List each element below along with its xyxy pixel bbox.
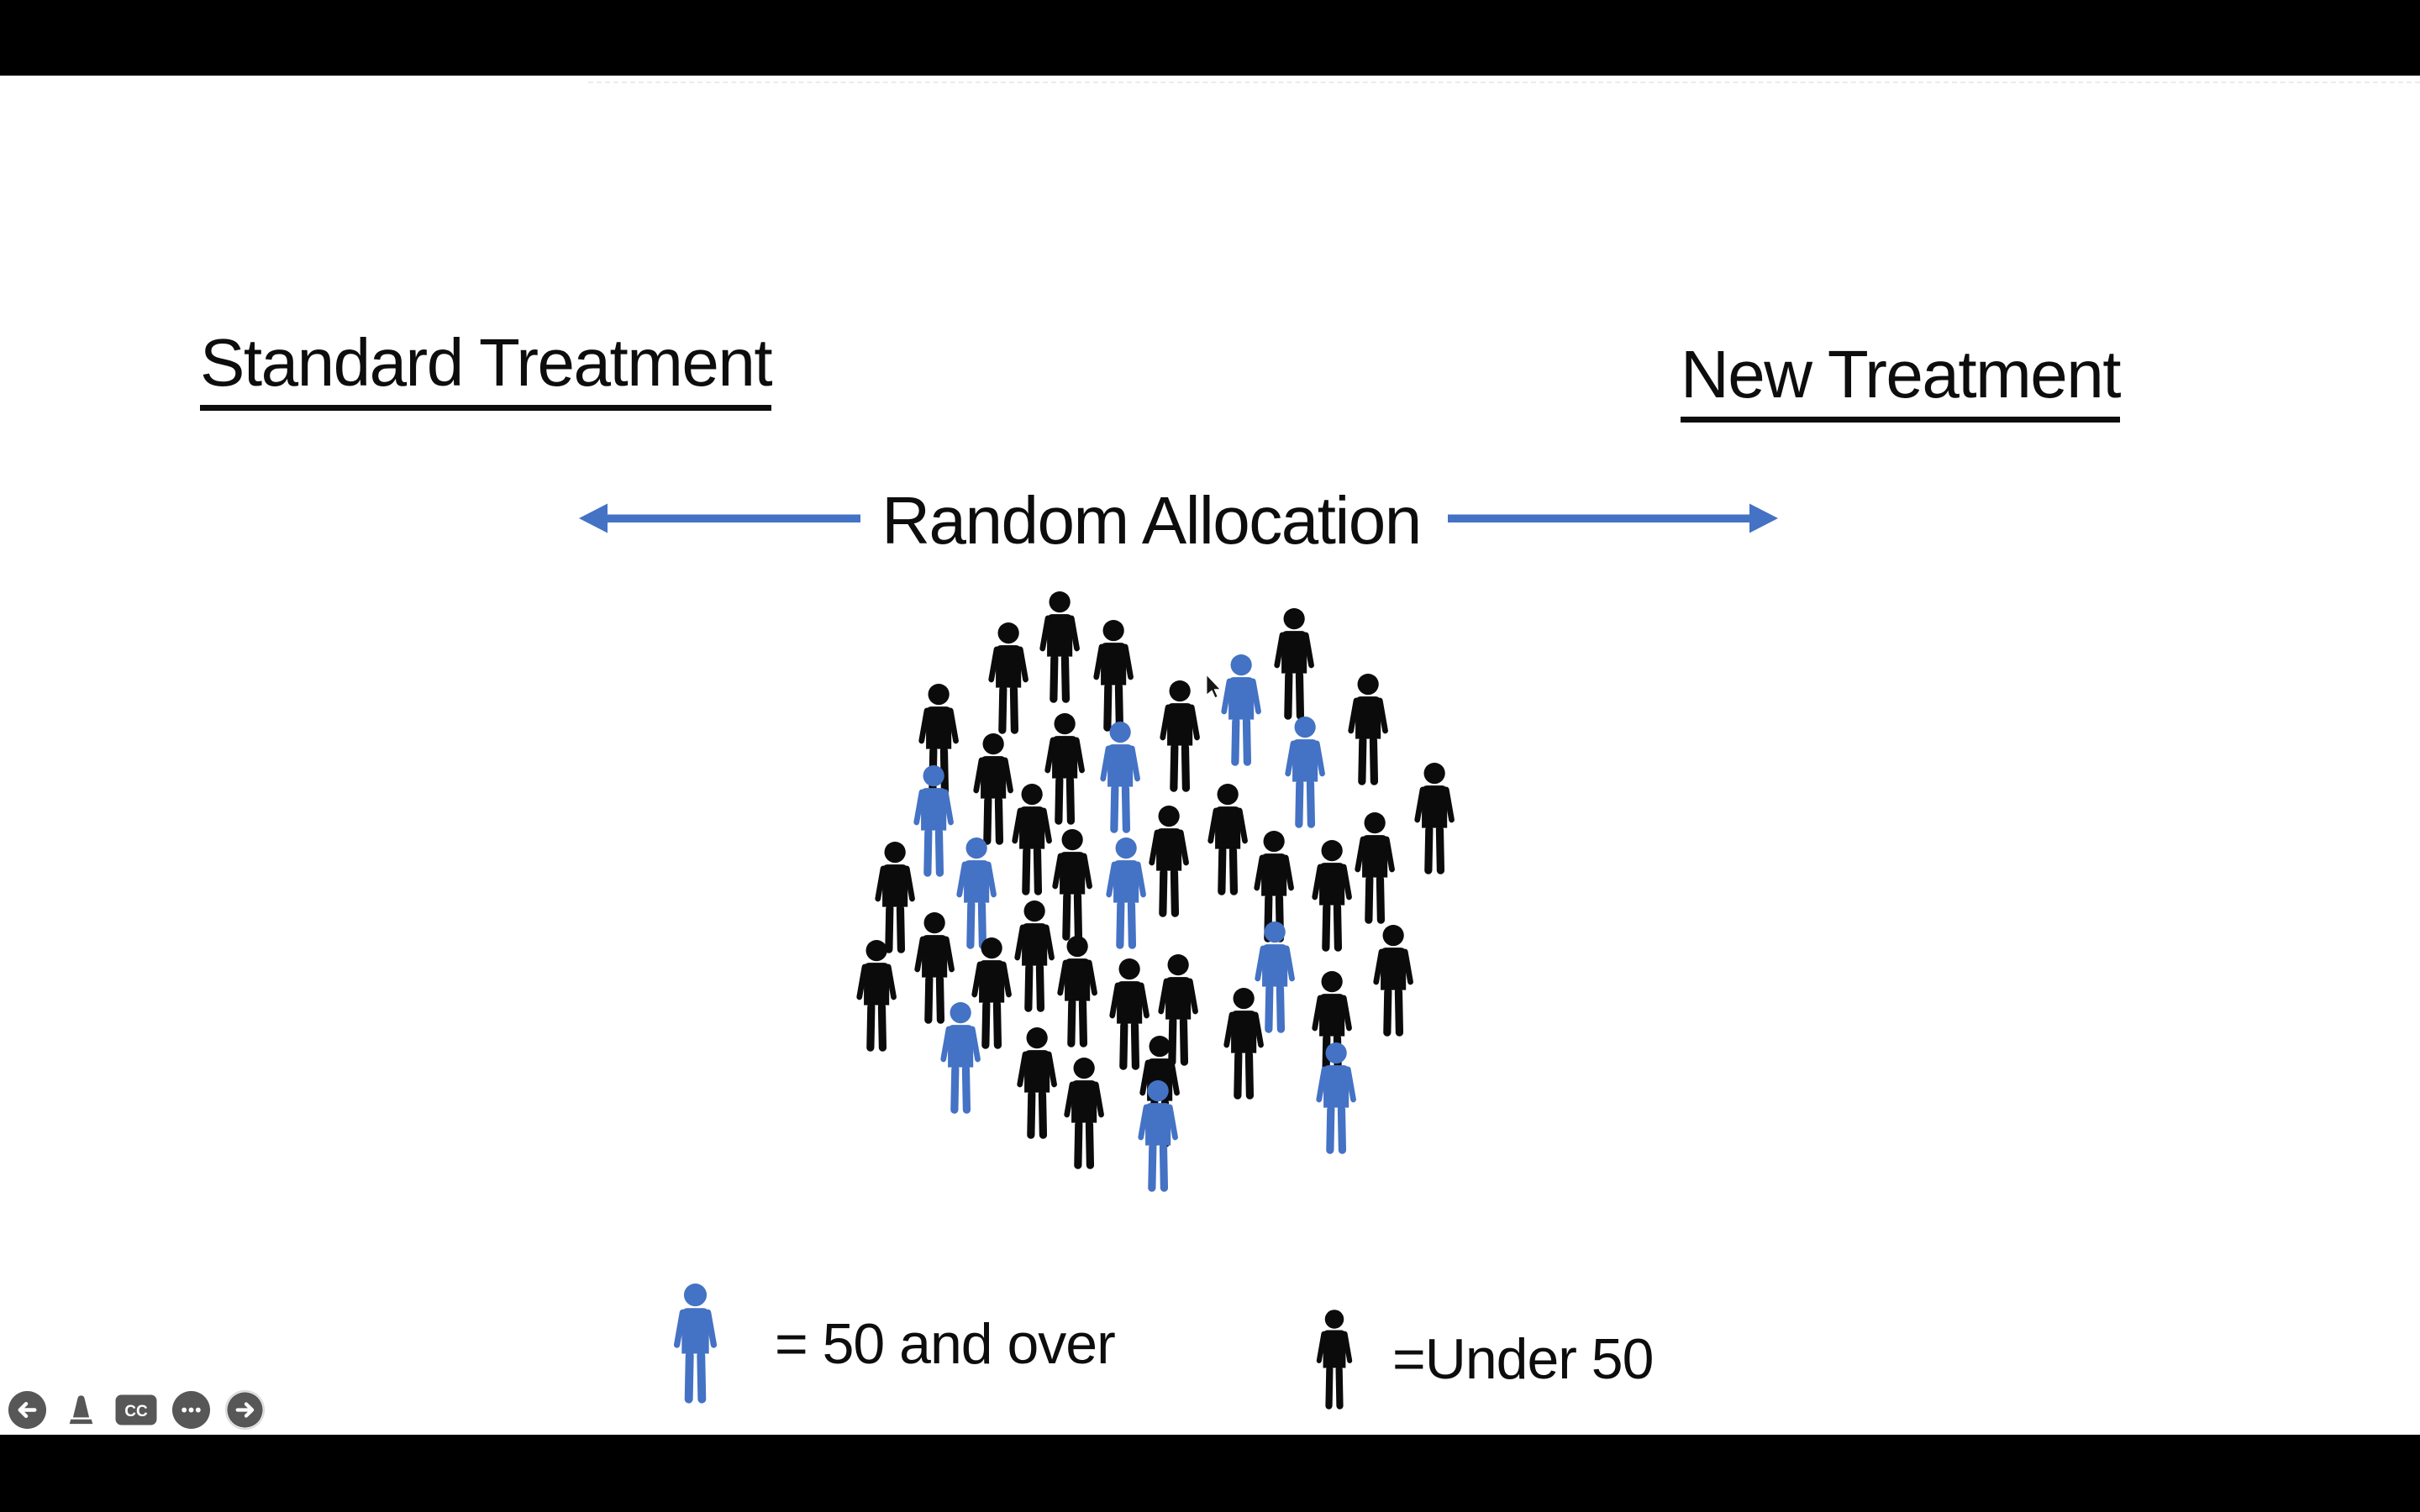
mouse-cursor-icon (1206, 674, 1222, 699)
more-options-button[interactable] (171, 1390, 211, 1430)
cc-badge-icon: CC (115, 1394, 157, 1425)
random-allocation-label: Random Allocation (881, 483, 1422, 558)
letterbox-top (0, 0, 2420, 76)
traffic-cone-icon (69, 1394, 93, 1424)
ellipsis-circle-icon (171, 1390, 211, 1429)
legend-label-50-and-over: = 50 and over (775, 1312, 1116, 1376)
slide-background (0, 76, 2420, 1435)
title-new-treatment: New Treatment (1681, 341, 2121, 423)
legend-person-50-and-over-icon (669, 1283, 722, 1405)
allocation-arrow-left-icon (579, 503, 860, 533)
vlc-cone-button[interactable] (61, 1390, 101, 1430)
player-controls: CC (8, 1389, 265, 1430)
captions-button[interactable]: CC (115, 1394, 157, 1425)
letterbox-bottom (0, 1435, 2420, 1512)
slide-edge-dashed-line (588, 81, 2420, 83)
arrow-right-circle-icon (225, 1389, 265, 1430)
legend-person-under-50-icon (1313, 1309, 1356, 1411)
arrow-left-circle-icon (8, 1390, 47, 1429)
back-button[interactable] (8, 1390, 47, 1430)
next-button[interactable] (225, 1389, 265, 1430)
svg-text:CC: CC (124, 1403, 148, 1420)
legend-label-under-50: =Under 50 (1392, 1327, 1654, 1391)
title-standard-treatment: Standard Treatment (200, 329, 773, 411)
allocation-arrow-right-icon (1448, 503, 1778, 533)
